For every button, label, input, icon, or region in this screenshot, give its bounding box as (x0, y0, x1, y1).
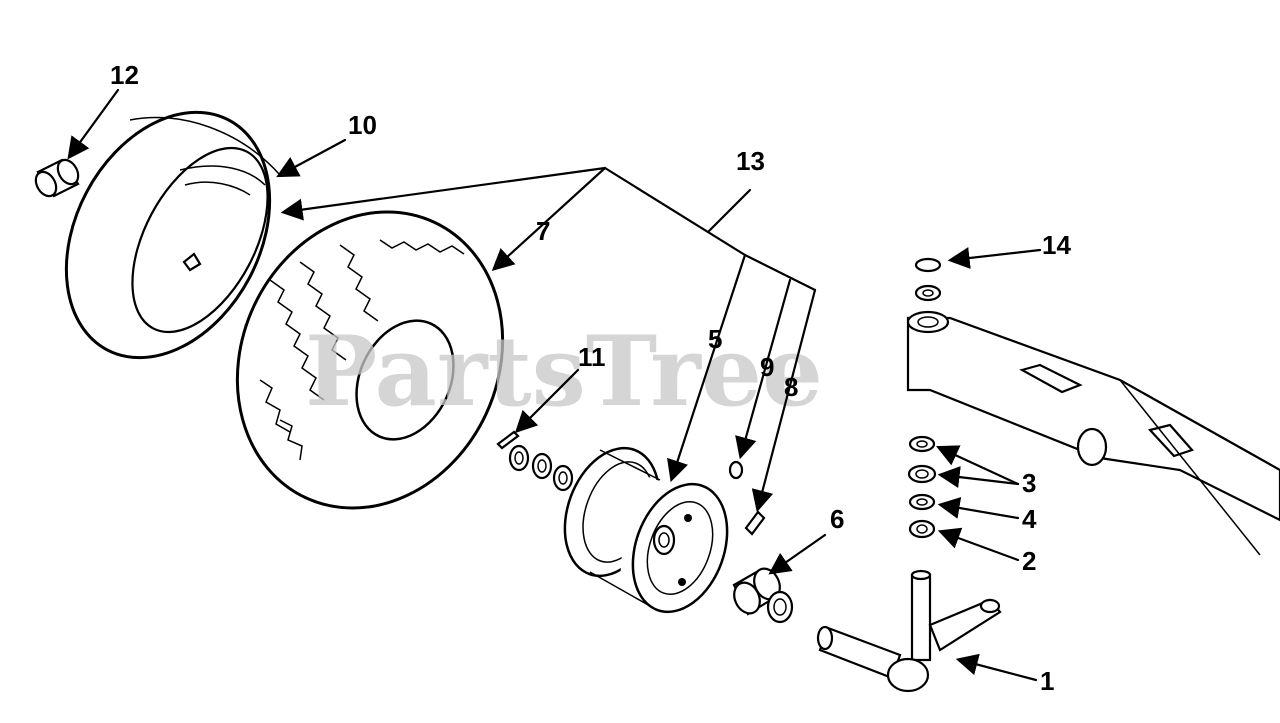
callout-2: 2 (1022, 546, 1036, 576)
callout-3: 3 (1022, 468, 1036, 498)
part-8-fitting (744, 510, 766, 536)
callout-13-bracket (280, 166, 817, 513)
callout-12: 12 (110, 60, 139, 90)
part-1-spindle (816, 569, 1002, 693)
part-10-inner-tube (64, 110, 281, 360)
callout-14: 14 (1042, 230, 1071, 260)
callout-10: 10 (348, 110, 377, 140)
callout-7: 7 (536, 216, 550, 246)
callout-6: 6 (830, 504, 844, 534)
callout-4: 4 (1022, 504, 1037, 534)
part-5-rim (563, 446, 729, 614)
part-6-spacer (732, 567, 794, 624)
watermark-text: PartsTree (305, 315, 823, 428)
spindle-washers (907, 435, 937, 539)
part-11-valve-stem (496, 430, 520, 450)
callout-11: 11 (578, 342, 606, 372)
callout-8: 8 (784, 372, 798, 402)
axle-assembly (906, 257, 1280, 556)
part-7-tire (235, 210, 505, 510)
callout-9: 9 (760, 352, 774, 382)
hub-bearings (508, 444, 574, 492)
part-12-bushing (34, 158, 80, 198)
callout-13: 13 (736, 146, 765, 176)
callout-5: 5 (708, 324, 722, 354)
leader-lines (67, 88, 1042, 682)
callout-1: 1 (1040, 666, 1054, 696)
part-9-grease-fitting (728, 460, 744, 480)
